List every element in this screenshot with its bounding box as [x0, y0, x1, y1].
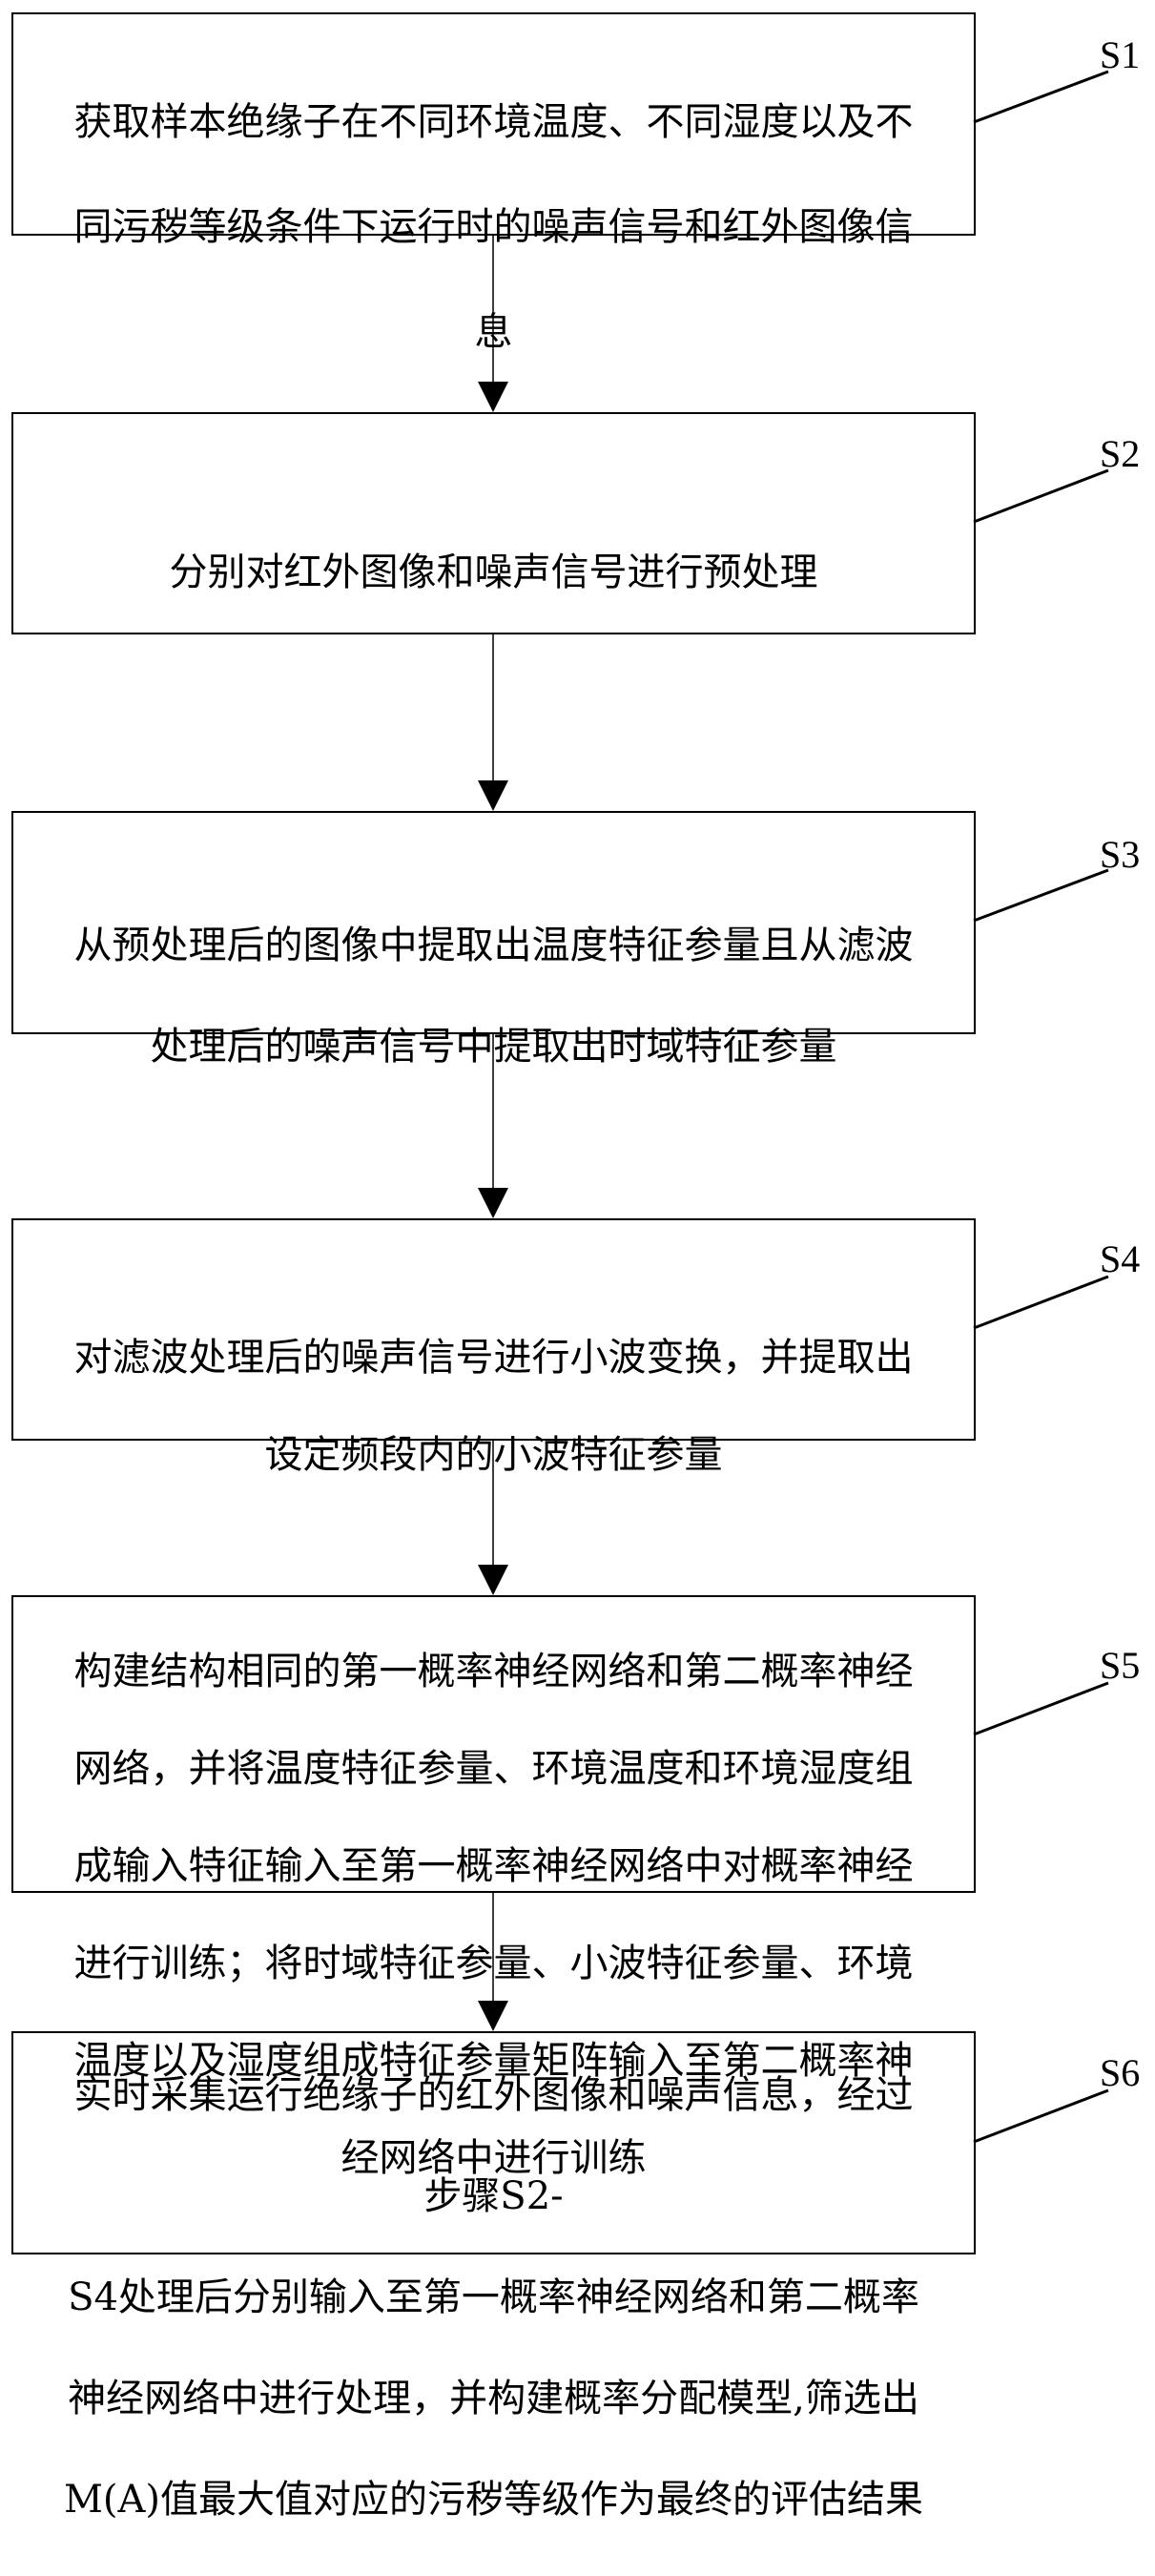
step-text-line: 温度以及湿度组成特征参量矩阵输入至第二概率神 [73, 2039, 914, 2083]
leader-line-s4 [973, 1275, 1109, 1330]
arrow-s1-s2 [478, 235, 508, 412]
step-text-line: 步骤S2- [423, 2174, 564, 2218]
leader-line-s6 [973, 2088, 1109, 2144]
step-text-line: S4处理后分别输入至第一概率神经网络和第二概率 [68, 2275, 919, 2319]
step-text-line: 设定频段内的小波特征参量 [264, 1433, 723, 1477]
step-text-s2: 分别对红外图像和噪声信号进行预处理 [13, 497, 974, 649]
step-box-s3: 从预处理后的图像中提取出温度特征参量且从滤波 处理后的噪声信号中提取出时域特征参… [11, 811, 976, 1069]
step-box-s4: 对滤波处理后的噪声信号进行小波变换，并提取出 设定频段内的小波特征参量 [11, 1218, 976, 1477]
step-text-line: 从预处理后的图像中提取出温度特征参量且从滤波 [73, 924, 914, 967]
step-box-s5: 构建结构相同的第一概率神经网络和第二概率神经 网络，并将温度特征参量、环境温度和… [11, 1595, 976, 2180]
flowchart-canvas: 获取样本绝缘子在不同环境温度、不同湿度以及不 同污秽等级条件下运行时的噪声信号和… [11, 12, 1141, 2522]
step-label-s1: S1 [1100, 33, 1141, 76]
step-label-s3: S3 [1100, 833, 1141, 876]
step-text-line: 实时采集运行绝缘子的红外图像和噪声信息，经过 [73, 2073, 914, 2117]
step-text-line: 成输入特征输入至第一概率神经网络中对概率神经 [73, 1844, 914, 1888]
step-text-line: 网络，并将温度特征参量、环境温度和环境湿度组 [73, 1747, 914, 1791]
leader-line-s5 [973, 1681, 1109, 1736]
step-text-s1: 获取样本绝缘子在不同环境温度、不同湿度以及不 同污秽等级条件下运行时的噪声信号和… [13, 44, 974, 411]
step-text-line: 分别对红外图像和噪声信号进行预处理 [169, 551, 818, 594]
step-text-s4: 对滤波处理后的噪声信号进行小波变换，并提取出 设定频段内的小波特征参量 [13, 1285, 974, 1528]
connectors-layer [478, 70, 1109, 2144]
step-label-s6: S6 [1100, 2051, 1141, 2094]
step-box-s6: 实时采集运行绝缘子的红外图像和噪声信息，经过 步骤S2- S4处理后分别输入至第… [11, 2031, 976, 2522]
step-text-s5: 构建结构相同的第一概率神经网络和第二概率神经 网络，并将温度特征参量、环境温度和… [13, 1599, 974, 2232]
step-label-s2: S2 [1100, 432, 1141, 475]
arrow-s2-s3 [478, 634, 508, 811]
step-text-line: 对滤波处理后的噪声信号进行小波变换，并提取出 [73, 1336, 914, 1380]
arrow-s3-s4 [478, 1033, 508, 1218]
step-label-s4: S4 [1100, 1237, 1141, 1280]
arrow-s5-s6 [478, 1892, 508, 2031]
leader-line-s2 [973, 468, 1109, 524]
step-text-line: 同污秽等级条件下运行时的噪声信号和红外图像信 [73, 205, 914, 249]
step-text-line: 进行训练；将时域特征参量、小波特征参量、环境 [73, 1942, 914, 1985]
step-text-line: 经网络中进行训练 [340, 2136, 647, 2180]
leader-line-s1 [973, 70, 1109, 124]
step-text-s6: 实时采集运行绝缘子的红外图像和噪声信息，经过 步骤S2- S4处理后分别输入至第… [13, 2020, 974, 2576]
step-label-s5: S5 [1100, 1644, 1141, 1687]
step-text-line: 处理后的噪声信号中提取出时域特征参量 [150, 1025, 837, 1069]
step-text-line: 构建结构相同的第一概率神经网络和第二概率神经 [73, 1650, 914, 1693]
leader-line-s3 [973, 868, 1109, 923]
step-text-line: M(A)值最大值对应的污秽等级作为最终的评估结果 [63, 2478, 924, 2522]
step-text-line: 获取样本绝缘子在不同环境温度、不同湿度以及不 [73, 100, 914, 144]
step-text-s3: 从预处理后的图像中提取出温度特征参量且从滤波 处理后的噪声信号中提取出时域特征参… [13, 870, 974, 1123]
step-box-s1: 获取样本绝缘子在不同环境温度、不同湿度以及不 同污秽等级条件下运行时的噪声信号和… [11, 12, 976, 354]
step-text-line: 神经网络中进行处理，并构建概率分配模型,筛选出 [68, 2377, 919, 2420]
arrow-s4-s5 [478, 1440, 508, 1595]
step-box-s2: 分别对红外图像和噪声信号进行预处理 [11, 412, 976, 634]
step-text-line: 息 [474, 310, 513, 354]
